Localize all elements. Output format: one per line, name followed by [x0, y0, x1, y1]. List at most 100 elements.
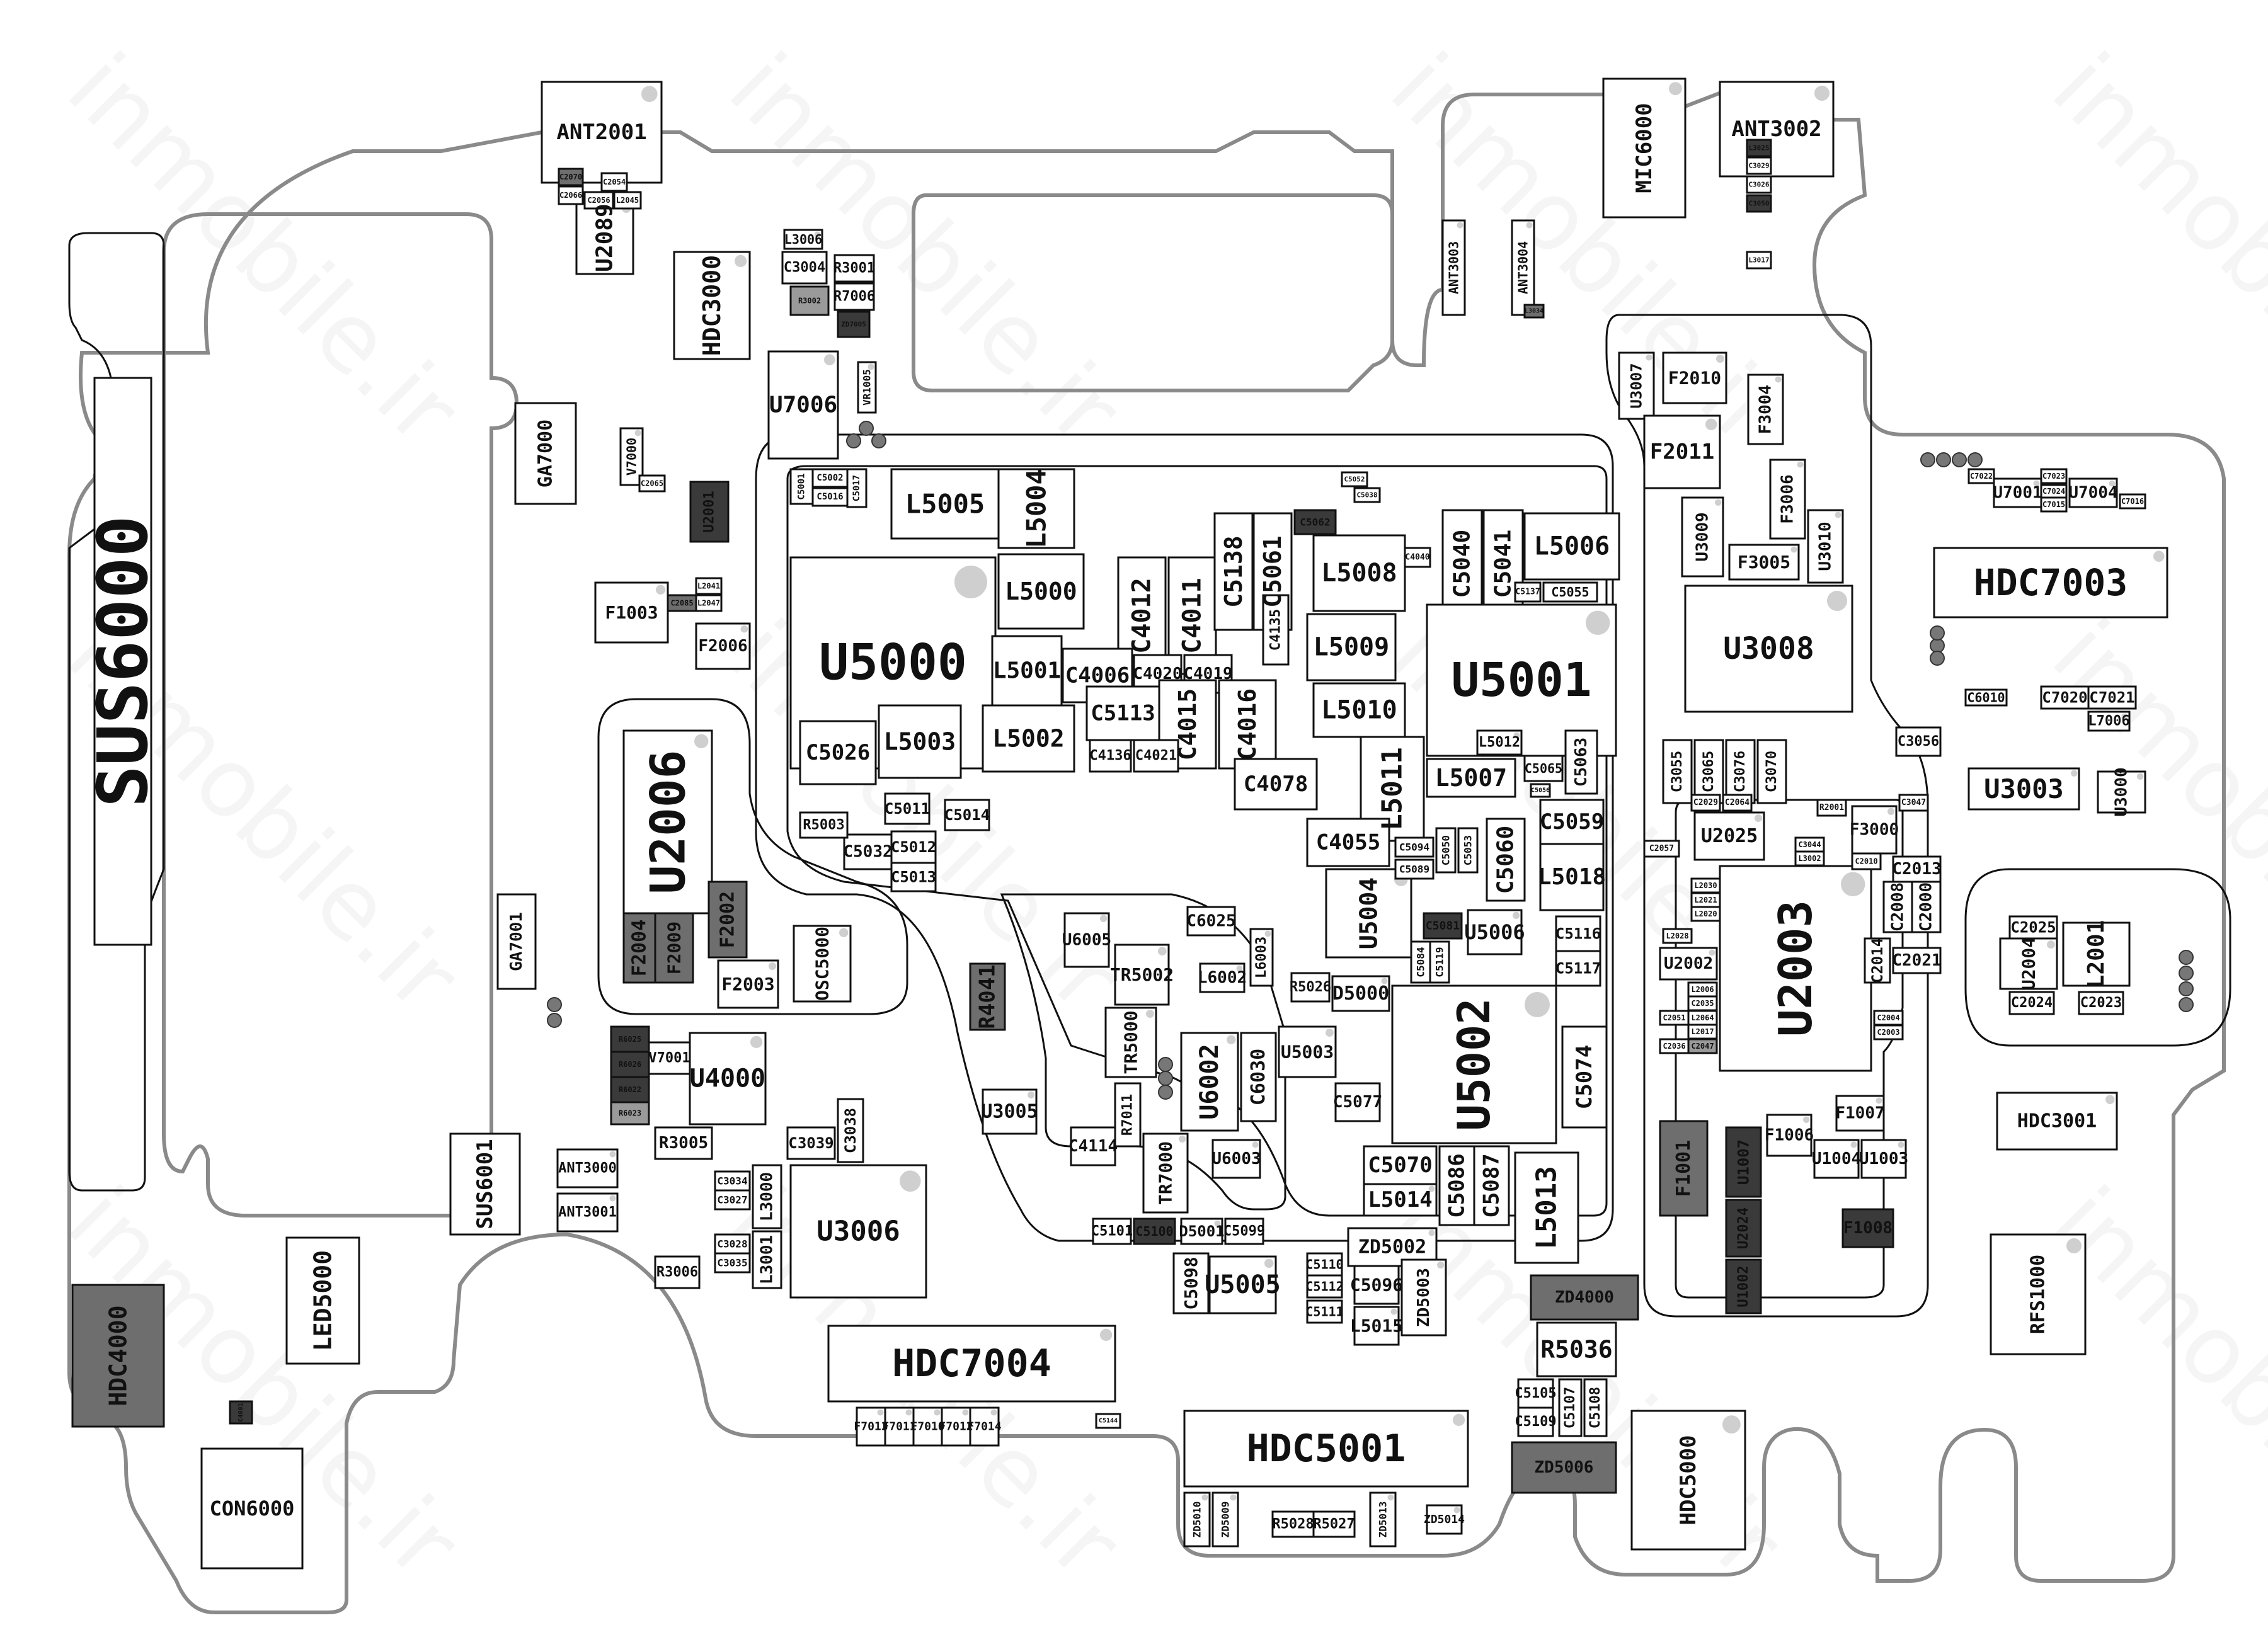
component-label: F7012 — [939, 1420, 973, 1434]
component-l5006 — [1523, 512, 1620, 581]
component-label: F1001 — [1673, 1140, 1695, 1197]
component-ant3002 — [1719, 81, 1835, 178]
component-c2057 — [1643, 840, 1680, 858]
pin1-dot-icon — [962, 1409, 969, 1416]
component-label: C5013 — [891, 869, 936, 886]
component-label: ZD5013 — [1377, 1502, 1389, 1538]
component-label: C4001 — [238, 1403, 244, 1422]
component-vr1005 — [857, 361, 877, 414]
component-label: C2065 — [641, 479, 663, 488]
component-label: R3006 — [656, 1265, 698, 1280]
component-u5004 — [1325, 868, 1412, 959]
component-body — [1429, 940, 1450, 984]
component-body — [1558, 1378, 1583, 1437]
component-c4078 — [1234, 758, 1318, 811]
component-label: U1007 — [1735, 1139, 1753, 1185]
pin1-dot-icon — [1264, 930, 1271, 937]
component-c4055 — [1306, 818, 1390, 867]
component-label: U2006 — [640, 750, 696, 894]
pin1-dot-icon — [824, 354, 835, 365]
component-c5014 — [944, 799, 990, 831]
test-point-icon — [1930, 625, 1945, 641]
component-label: U7006 — [769, 392, 837, 418]
test-point-icon — [547, 997, 562, 1012]
component-c3055 — [1662, 739, 1693, 804]
component-body — [1746, 139, 1772, 157]
component-ant3004 — [1511, 219, 1535, 316]
component-f1006 — [1766, 1114, 1813, 1157]
component-label: ANT3000 — [558, 1161, 617, 1177]
component-label: L3025 — [1748, 144, 1769, 152]
component-label: R5027 — [1313, 1517, 1354, 1532]
component-label: C6010 — [1967, 690, 2005, 705]
component-label: C3034 — [717, 1175, 747, 1187]
pin1-dot-icon — [694, 734, 709, 749]
pin1-dot-icon — [1236, 965, 1243, 972]
component-body — [1835, 1095, 1885, 1132]
component-label: F2010 — [1668, 368, 1721, 389]
component-label: U6005 — [1062, 931, 1111, 950]
component-u2002 — [1659, 947, 1718, 981]
pin1-dot-icon — [1876, 1097, 1882, 1104]
component-label: L2041 — [697, 582, 720, 591]
component-body — [1687, 1038, 1718, 1054]
component-body — [1756, 739, 1787, 804]
test-point-icon — [1930, 651, 1945, 666]
component-l5009 — [1306, 613, 1397, 681]
component-body — [1722, 794, 1753, 812]
component-label: R5026 — [1290, 979, 1331, 995]
component-l6003 — [1249, 928, 1274, 987]
component-label: C5113 — [1091, 701, 1155, 726]
component-body — [890, 468, 1000, 540]
component-c5117 — [1555, 950, 1601, 987]
component-body — [1511, 219, 1535, 316]
component-label: C5040 — [1450, 530, 1475, 598]
component-label: C5107 — [1562, 1387, 1578, 1428]
component-l5007 — [1426, 758, 1516, 798]
component-c5065 — [1523, 755, 1564, 782]
component-label: TR5002 — [1110, 964, 1174, 985]
component-l5004 — [997, 468, 1075, 549]
component-tr5000 — [1104, 1006, 1157, 1078]
component-c5052 — [1341, 471, 1368, 487]
pin1-dot-icon — [1513, 732, 1520, 739]
component-label: L2045 — [616, 196, 639, 205]
component-body — [610, 1051, 650, 1078]
component-body — [1426, 758, 1516, 798]
component-label: ZD5009 — [1220, 1502, 1232, 1538]
component-body — [799, 720, 877, 785]
component-label: U3008 — [1723, 631, 1814, 666]
component-body — [789, 285, 830, 316]
pin1-dot-icon — [1513, 911, 1520, 919]
component-ant2001 — [541, 81, 663, 184]
component-label: C4114 — [1068, 1137, 1118, 1156]
component-body — [285, 1236, 360, 1365]
component-body — [717, 959, 779, 1009]
component-body — [1306, 613, 1397, 681]
component-label: U5004 — [1355, 877, 1383, 949]
component-r4041 — [969, 962, 1006, 1031]
component-label: R3001 — [833, 261, 875, 277]
component-u5005 — [1208, 1255, 1277, 1314]
component-body — [1851, 852, 1882, 870]
component-label: C5070 — [1368, 1153, 1432, 1178]
component-label: C5061 — [1259, 535, 1286, 607]
component-c7015 — [2040, 496, 2068, 513]
component-l3000 — [752, 1164, 782, 1229]
component-body — [1114, 944, 1170, 1006]
test-point-icon — [1920, 452, 1935, 467]
pin1-dot-icon — [1803, 1116, 1810, 1124]
component-body — [1684, 584, 1853, 713]
component-label: ZD5006 — [1535, 1458, 1594, 1477]
component-label: F1008 — [1843, 1219, 1893, 1238]
component-label: C2066 — [559, 191, 582, 200]
component-u3007 — [1618, 351, 1655, 420]
component-ant3003 — [1441, 219, 1466, 316]
component-l5001 — [991, 635, 1063, 707]
component-c5017 — [846, 468, 868, 508]
component-label: C2014 — [1869, 938, 1886, 983]
component-body — [714, 1189, 751, 1211]
component-l7006 — [2087, 710, 2131, 732]
component-body — [1659, 1120, 1709, 1217]
component-c3047 — [1898, 794, 1929, 812]
